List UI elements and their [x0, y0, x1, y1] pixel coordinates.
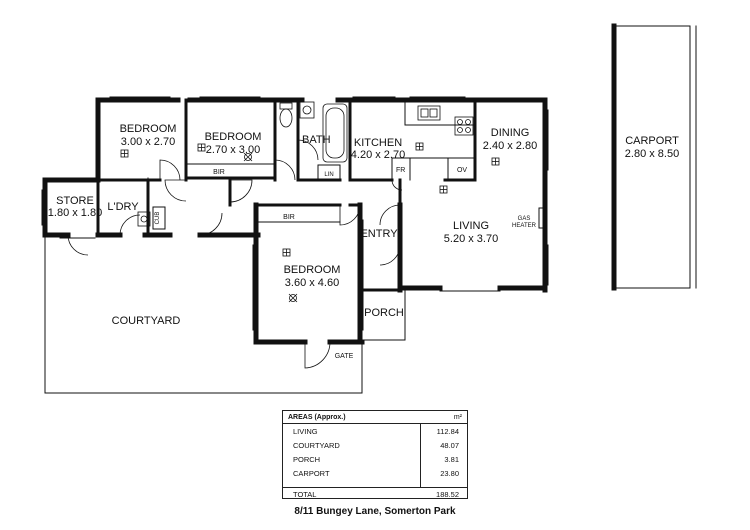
bedroom3-name: BEDROOM — [284, 264, 341, 276]
light-icon — [120, 142, 500, 257]
fixtures — [120, 101, 500, 303]
bedroom3-size: 3.60 x 4.60 — [285, 277, 339, 289]
gate-label: GATE — [335, 353, 354, 360]
areas-table: AREAS (Approx.) m² LIVING 112.84 COURTYA… — [282, 410, 468, 499]
dining-name: DINING — [491, 127, 530, 139]
table-row: LIVING 112.84 — [283, 424, 467, 438]
area-value: 112.84 — [436, 426, 459, 436]
kitchen-name: KITCHEN — [354, 137, 402, 149]
ceiling-fan-icon — [243, 152, 298, 303]
gas-heater-label-1: GAS — [518, 216, 531, 222]
bath-name: BATH — [302, 134, 331, 146]
entry-name: ENTRY — [360, 228, 398, 240]
bedroom1-name: BEDROOM — [120, 123, 177, 135]
room-labels: BEDROOM 3.00 x 2.70 BEDROOM 2.70 x 3.00 … — [48, 123, 679, 327]
areas-table-header: AREAS (Approx.) m² — [283, 411, 467, 424]
bedroom2-size: 2.70 x 3.00 — [206, 144, 260, 156]
areas-table-unit: m² — [453, 413, 462, 421]
total-value: 188.52 — [436, 489, 459, 499]
areas-table-total: TOTAL 188.52 — [283, 487, 467, 500]
lin-label: LIN — [324, 172, 333, 178]
kitchen-size: 4.20 x 2.70 — [351, 149, 405, 161]
ov-label: OV — [457, 167, 467, 174]
dining-size: 2.40 x 2.80 — [483, 140, 537, 152]
bathtub-icon — [322, 103, 348, 163]
area-label: LIVING — [293, 426, 318, 436]
area-value: 48.07 — [440, 440, 459, 450]
table-row: PORCH 3.81 — [283, 452, 467, 466]
bedroom1-size: 3.00 x 2.70 — [121, 136, 175, 148]
areas-table-title: AREAS (Approx.) — [288, 413, 346, 421]
doors — [67, 139, 403, 369]
table-row: CARPORT 23.80 — [283, 466, 467, 480]
cooktop-icon — [454, 116, 474, 136]
table-row: COURTYARD 48.07 — [283, 438, 467, 452]
area-label: COURTYARD — [293, 440, 340, 450]
toilet-icon — [279, 102, 293, 110]
living-size: 5.20 x 3.70 — [444, 233, 498, 245]
cub-label: CUB — [155, 212, 161, 225]
walls — [41, 23, 697, 394]
total-label: TOTAL — [293, 489, 317, 499]
area-value: 23.80 — [440, 468, 459, 478]
bir1-label: BIR — [213, 169, 225, 176]
property-address: 8/11 Bungey Lane, Somerton Park — [294, 506, 456, 517]
carport-name: CARPORT — [625, 135, 679, 147]
fr-label: FR — [396, 167, 405, 174]
carport-size: 2.80 x 8.50 — [625, 148, 679, 160]
bedroom2-name: BEDROOM — [205, 131, 262, 143]
area-value: 3.81 — [444, 454, 459, 464]
store-size: 1.80 x 1.80 — [48, 207, 102, 219]
courtyard-name: COURTYARD — [112, 315, 181, 327]
store-name: STORE — [56, 195, 94, 207]
fixture-labels: BIR BIR LIN FR OV CUB GAS HEATER GATE — [155, 167, 537, 360]
area-label: PORCH — [293, 454, 321, 464]
living-name: LIVING — [453, 220, 489, 232]
sink-icon — [417, 105, 441, 121]
laundry-name: L'DRY — [107, 201, 139, 213]
laundry-trough-icon — [137, 211, 151, 227]
areas-table-rows: LIVING 112.84 COURTYARD 48.07 PORCH 3.81… — [283, 424, 467, 487]
porch-name: PORCH — [364, 307, 404, 319]
area-label: CARPORT — [293, 468, 330, 478]
gas-heater-label-2: HEATER — [512, 223, 537, 229]
bir2-label: BIR — [283, 214, 295, 221]
